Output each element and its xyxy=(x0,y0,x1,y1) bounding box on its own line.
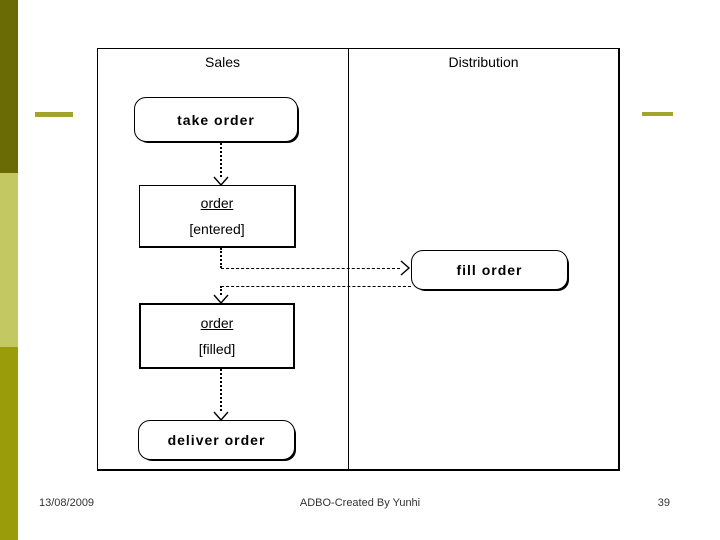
activity-fill-order-label: fill order xyxy=(456,262,523,278)
accent-bar-middle-segment xyxy=(0,173,18,347)
connector-fill-order-return-stub xyxy=(220,286,222,295)
activity-fill-order: fill order xyxy=(411,250,568,290)
arrowhead-right-icon xyxy=(400,260,411,276)
lane-divider xyxy=(348,48,349,470)
accent-bar-top-segment xyxy=(0,0,18,173)
left-accent-dash xyxy=(35,112,73,117)
activity-deliver-order-label: deliver order xyxy=(167,432,266,448)
lane-title-sales: Sales xyxy=(204,54,241,70)
activity-take-order-label: take order xyxy=(177,111,255,128)
arrowhead-down-icon xyxy=(213,294,229,304)
footer-page-number: 39 xyxy=(657,497,670,509)
footer-date: 13/08/2009 xyxy=(39,497,95,509)
object-order-filled-name: order xyxy=(200,315,234,331)
object-order-filled: order [filled] xyxy=(139,303,295,369)
lane-title-distribution: Distribution xyxy=(448,54,519,70)
object-order-entered-state: [entered] xyxy=(189,220,245,237)
arrowhead-down-icon xyxy=(213,176,229,186)
object-order-filled-state: [filled] xyxy=(198,341,236,357)
object-order-entered: order [entered] xyxy=(139,185,296,248)
footer-credit: ADBO-Created By Yunhi xyxy=(299,497,421,509)
right-accent-dash xyxy=(642,112,673,116)
connector-order-entered-stub xyxy=(220,248,222,268)
connector-take-order-to-order-entered xyxy=(220,143,222,177)
accent-bar-bottom-segment xyxy=(0,347,18,540)
connector-order-filled-to-deliver-order xyxy=(220,369,222,411)
connector-fill-order-to-order-filled xyxy=(221,286,411,287)
activity-deliver-order: deliver order xyxy=(138,420,295,460)
connector-order-entered-to-fill-order xyxy=(221,268,400,269)
object-order-entered-name: order xyxy=(200,195,234,212)
activity-take-order: take order xyxy=(134,97,298,142)
arrowhead-down-icon xyxy=(213,411,229,421)
